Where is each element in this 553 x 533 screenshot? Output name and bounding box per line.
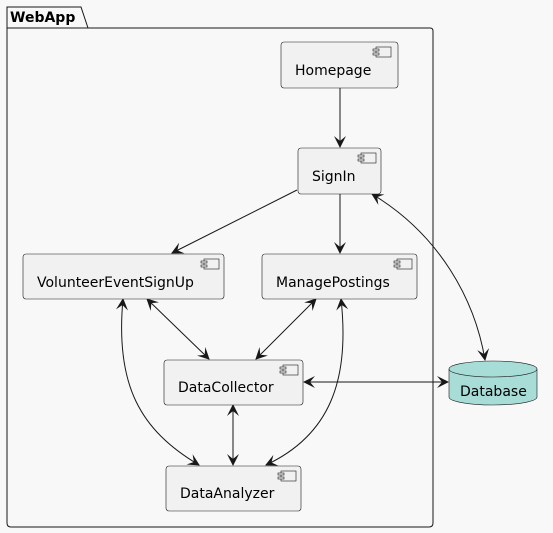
- component-label: DataCollector: [178, 380, 274, 396]
- component-icon: [277, 470, 297, 482]
- component-volunteer-event-signup[interactable]: VolunteerEventSignUp: [22, 253, 225, 300]
- component-label: ManagePostings: [276, 275, 390, 291]
- component-label: VolunteerEventSignUp: [37, 275, 194, 291]
- edge-signin-volunteer: [171, 189, 298, 254]
- edge-volunteer-dataanalyzer: [116, 298, 200, 466]
- component-data-collector[interactable]: DataCollector: [163, 359, 304, 406]
- component-icon: [393, 258, 413, 270]
- component-label: SignIn: [312, 169, 356, 185]
- component-icon: [279, 364, 299, 376]
- component-icon: [357, 152, 377, 164]
- connectors: [116, 88, 490, 466]
- component-icon: [372, 46, 392, 58]
- edge-volunteer-datacollector: [146, 298, 210, 360]
- database-label: Database: [460, 384, 527, 400]
- edge-signin-database: [371, 193, 490, 361]
- component-label: Homepage: [295, 63, 371, 79]
- component-icon: [200, 258, 220, 270]
- database-node[interactable]: Database: [448, 360, 538, 406]
- edge-managepostings-datacollector: [255, 298, 317, 360]
- component-data-analyzer[interactable]: DataAnalyzer: [165, 465, 302, 512]
- component-homepage[interactable]: Homepage: [280, 41, 399, 89]
- package-title: WebApp: [10, 10, 75, 26]
- webapp-package: WebApp: [6, 6, 434, 528]
- component-signin[interactable]: SignIn: [297, 147, 382, 195]
- component-manage-postings[interactable]: ManagePostings: [261, 253, 418, 300]
- component-label: DataAnalyzer: [180, 486, 275, 502]
- edge-managepostings-dataanalyzer: [265, 298, 349, 466]
